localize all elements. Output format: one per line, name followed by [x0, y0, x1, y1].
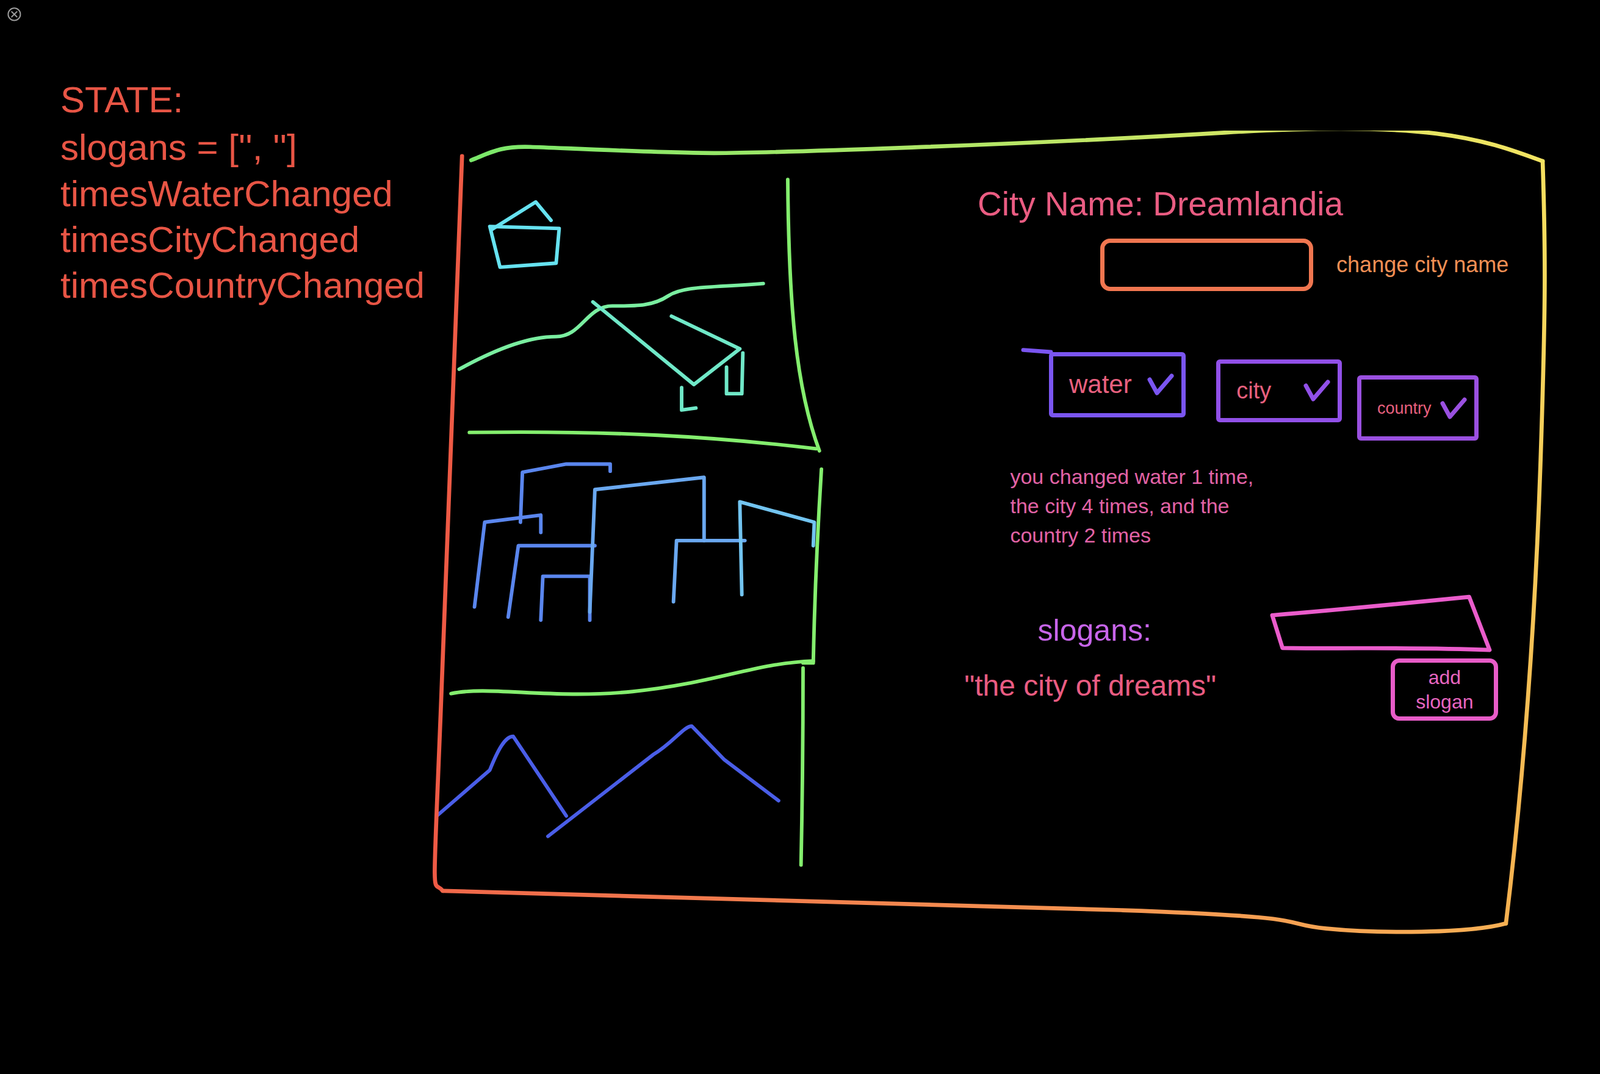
state-variable: timesCityChanged: [60, 221, 360, 259]
state-heading: STATE:: [60, 81, 184, 119]
slogan-item: "the city of dreams": [964, 668, 1217, 704]
button-label: add slogan: [1415, 665, 1474, 714]
input-box: [1100, 238, 1314, 291]
input-label: change city name: [1336, 251, 1509, 278]
change-count-text: you changed water 1 time, the city 4 tim…: [1009, 461, 1279, 550]
close-icon: [7, 7, 21, 21]
dropdown-select: city: [1216, 359, 1342, 423]
add-button: add slogan: [1390, 658, 1499, 721]
mountain-picture: [436, 726, 779, 837]
chevron-icon: [1147, 372, 1175, 397]
panel-dividers: [450, 179, 822, 865]
water-picture: [458, 201, 763, 411]
frame-outline: [428, 130, 1551, 939]
city-picture: [474, 463, 815, 620]
dropdown-select: country: [1357, 375, 1479, 441]
state-variable: timesWaterChanged: [60, 175, 393, 213]
dropdown-label: country: [1377, 398, 1432, 419]
text-input: change city name: [1100, 238, 1512, 291]
dropdown-select: water: [1048, 352, 1186, 418]
dropdown-label: city: [1236, 377, 1272, 406]
state-variable: slogans = ['', '']: [60, 129, 298, 166]
state-variable: timesCountryChanged: [60, 267, 425, 304]
slogans-heading: slogans:: [1037, 612, 1152, 649]
chevron-icon: [1303, 378, 1331, 403]
dropdown-label: water: [1069, 369, 1132, 400]
chevron-icon: [1440, 396, 1467, 421]
city-name-heading: City Name: Dreamlandia: [977, 183, 1344, 224]
app-frame: change city name water city country add slog…: [428, 130, 1551, 939]
